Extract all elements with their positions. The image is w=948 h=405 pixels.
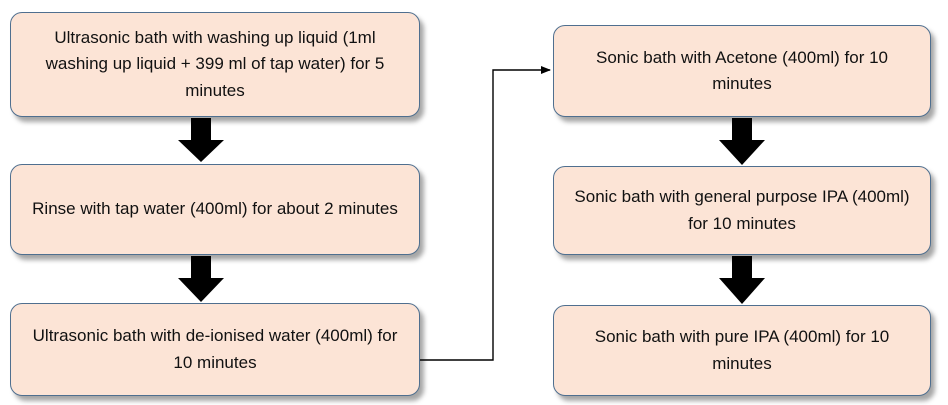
step-2-text: Rinse with tap water (400ml) for about 2…	[32, 199, 398, 219]
step-3-text: Ultrasonic bath with de-ionised water (4…	[32, 326, 398, 372]
step-box-sonic-general-ipa: Sonic bath with general purpose IPA (400…	[553, 166, 931, 255]
step-box-rinse-tap-water: Rinse with tap water (400ml) for about 2…	[10, 164, 420, 255]
step-4-text: Sonic bath with Acetone (400ml) for 10 m…	[596, 47, 888, 93]
down-arrow-step1-to-step2	[178, 118, 224, 162]
step-box-ultrasonic-washing-up-liquid: Ultrasonic bath with washing up liquid (…	[10, 12, 420, 117]
down-arrow-step2-to-step3	[178, 256, 224, 302]
down-arrow-step4-to-step5	[719, 118, 765, 165]
step-5-text: Sonic bath with general purpose IPA (400…	[574, 187, 910, 233]
step-6-text: Sonic bath with pure IPA (400ml) for 10 …	[594, 327, 890, 373]
step-1-text: Ultrasonic bath with washing up liquid (…	[45, 27, 385, 100]
step-box-sonic-pure-ipa: Sonic bath with pure IPA (400ml) for 10 …	[553, 305, 931, 396]
step-box-sonic-acetone: Sonic bath with Acetone (400ml) for 10 m…	[553, 25, 931, 117]
step-box-ultrasonic-deionised-water: Ultrasonic bath with de-ionised water (4…	[10, 303, 420, 396]
down-arrow-step5-to-step6	[719, 256, 765, 304]
connector-step3-to-step4	[420, 66, 551, 361]
